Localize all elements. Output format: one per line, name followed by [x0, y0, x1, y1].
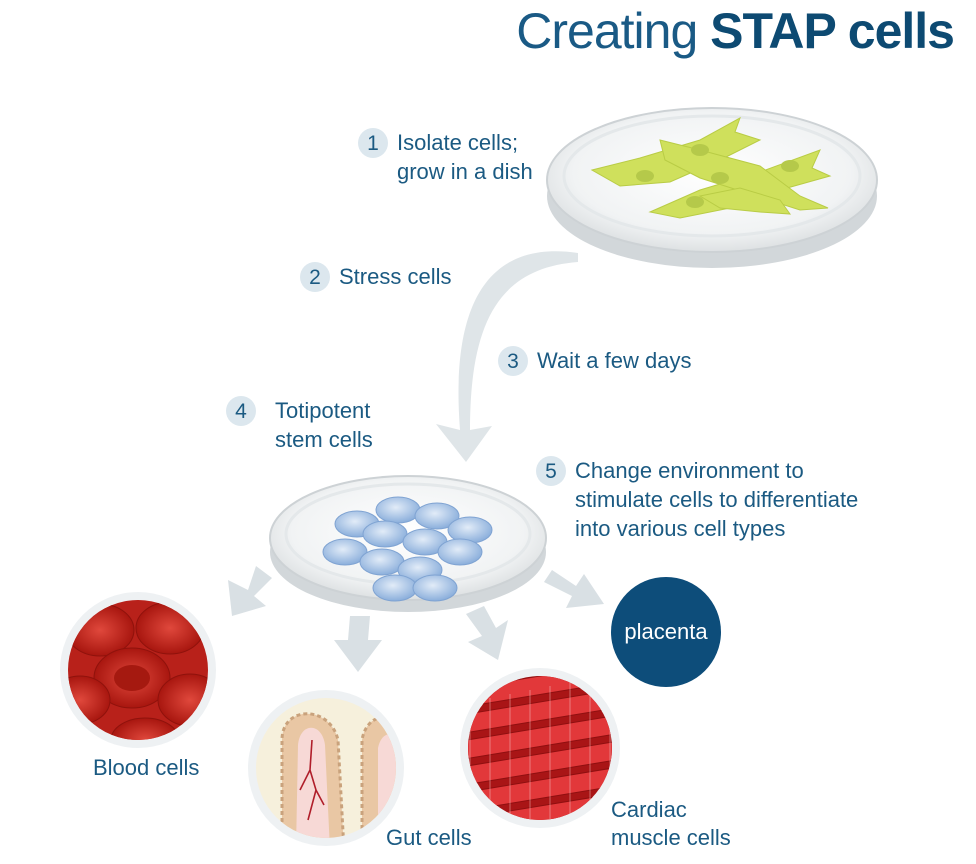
step-label: Totipotent stem cells [275, 398, 373, 452]
step-label: Change environment to stimulate cells to… [575, 458, 859, 541]
title-light: Creating [516, 3, 711, 59]
step-label: Stress cells [339, 264, 452, 289]
page-title: Creating STAP cells [516, 2, 955, 60]
step-1: 1 Isolate cells; grow in a dish [358, 128, 533, 186]
step-2: 2 Stress cells [300, 262, 451, 292]
placenta-circle: placenta [611, 577, 721, 687]
gut-cells-image [248, 690, 404, 846]
title-bold: STAP cells [710, 3, 955, 59]
step-5: 5 Change environment to stimulate cells … [536, 456, 858, 543]
step-4: 4 Totipotent stem cells [226, 396, 373, 454]
step-label: Wait a few days [537, 348, 692, 373]
blood-cells-image [60, 592, 216, 748]
stem-cell-cluster [322, 496, 493, 602]
differentiation-arrows [228, 566, 604, 672]
process-arrow [436, 251, 578, 462]
step-number-badge: 2 [300, 262, 330, 292]
fibroblast-cells [590, 116, 832, 219]
blood-cells-label: Blood cells [93, 755, 200, 780]
step-number-badge: 4 [226, 396, 256, 426]
step-number-badge: 5 [536, 456, 566, 486]
gut-cells-label: Gut cells [386, 825, 472, 850]
step-label: Isolate cells; grow in a dish [397, 130, 533, 184]
step-number-badge: 3 [498, 346, 528, 376]
step-number-badge: 1 [358, 128, 388, 158]
cardiac-muscle-image [460, 668, 620, 828]
step-3: 3 Wait a few days [498, 346, 691, 376]
cardiac-muscle-label: Cardiac muscle cells [611, 797, 731, 850]
